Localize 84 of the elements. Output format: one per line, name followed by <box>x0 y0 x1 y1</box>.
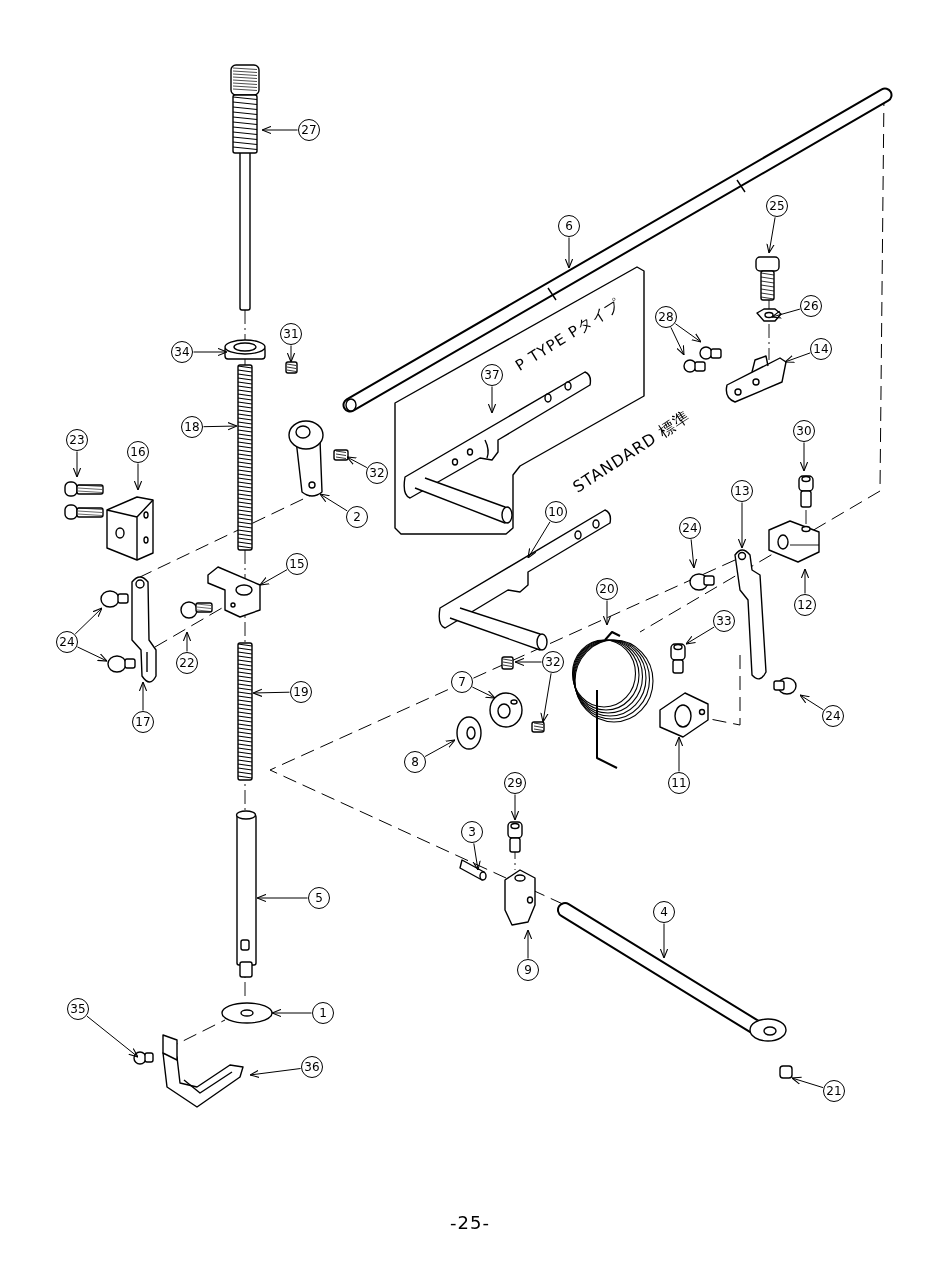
leader-line <box>471 686 496 699</box>
leader-line <box>74 607 103 635</box>
callout-number: 23 <box>66 429 88 451</box>
page-number: -25- <box>450 1211 490 1233</box>
callout-number: 35 <box>67 998 89 1020</box>
callout-number: 18 <box>181 416 203 438</box>
callout-number: 5 <box>308 887 330 909</box>
callout-number: 16 <box>127 441 149 463</box>
leader-line <box>685 626 715 645</box>
leader-line <box>688 538 698 569</box>
callout-number: 21 <box>823 1080 845 1102</box>
leader-line <box>799 442 809 472</box>
callout-number: 4 <box>653 901 675 923</box>
callout-number: 32 <box>542 651 564 673</box>
callout-number: 34 <box>171 341 193 363</box>
callout-number: 24 <box>822 705 844 727</box>
leader-line <box>86 1015 139 1058</box>
leader-line <box>540 672 552 723</box>
callout-number: 37 <box>481 364 503 386</box>
leader-line <box>799 694 824 711</box>
leader-line <box>659 923 669 959</box>
callout-number: 26 <box>800 295 822 317</box>
leader-line <box>249 1068 302 1078</box>
leader-line <box>193 347 228 357</box>
callout-number: 36 <box>301 1056 323 1078</box>
callout-number: 32 <box>366 462 388 484</box>
callout-number: 24 <box>679 517 701 539</box>
leader-line <box>674 323 702 343</box>
leader-line <box>346 456 368 469</box>
leader-line <box>424 739 456 757</box>
leader-line <box>800 568 810 594</box>
leader-line <box>259 569 288 586</box>
leader-line <box>784 352 811 363</box>
callout-number: 19 <box>290 681 312 703</box>
callout-number: 24 <box>56 631 78 653</box>
callout-number: 12 <box>794 594 816 616</box>
callout-number: 14 <box>810 338 832 360</box>
callout-number: 29 <box>504 772 526 794</box>
leader-line <box>523 929 533 959</box>
leader-line <box>487 386 497 414</box>
leader-line <box>133 463 143 491</box>
callout-number: 9 <box>517 959 539 981</box>
leader-line <box>271 1008 312 1018</box>
leader-line <box>766 216 776 254</box>
leader-line <box>76 646 108 662</box>
leader-line <box>670 326 685 356</box>
callout-number: 30 <box>793 420 815 442</box>
leader-line <box>72 451 82 478</box>
callout-number: 7 <box>451 671 473 693</box>
leader-line <box>564 237 574 269</box>
callout-number: 10 <box>545 501 567 523</box>
leader-line <box>510 794 520 821</box>
leader-line <box>182 631 192 652</box>
leader-line <box>472 842 481 871</box>
leader-line <box>319 493 348 512</box>
leader-line <box>791 1076 824 1089</box>
callout-number: 15 <box>286 553 308 575</box>
leader-line <box>203 422 238 431</box>
callout-number: 11 <box>668 772 690 794</box>
callout-number: 17 <box>132 711 154 733</box>
callout-number: 6 <box>558 215 580 237</box>
callout-number: 2 <box>346 506 368 528</box>
leader-line <box>261 125 298 135</box>
callout-number: 1 <box>312 1002 334 1024</box>
leader-line <box>138 681 148 711</box>
callout-number: 3 <box>461 821 483 843</box>
callout-number: 8 <box>404 751 426 773</box>
callout-number: 20 <box>596 578 618 600</box>
callout-number: 33 <box>713 610 735 632</box>
leader-line <box>256 893 308 903</box>
leader-line <box>527 521 551 559</box>
leader-line <box>602 600 612 626</box>
leader-line <box>514 657 542 667</box>
callout-number: 13 <box>731 480 753 502</box>
leader-line <box>674 736 684 772</box>
leader-line <box>252 688 290 697</box>
leader-line <box>286 345 296 363</box>
callout-number: 28 <box>655 306 677 328</box>
callout-number: 22 <box>176 652 198 674</box>
leader-line <box>737 502 747 549</box>
callout-number: 27 <box>298 119 320 141</box>
callout-number: 25 <box>766 195 788 217</box>
leader-line <box>771 308 801 319</box>
callout-number: 31 <box>280 323 302 345</box>
